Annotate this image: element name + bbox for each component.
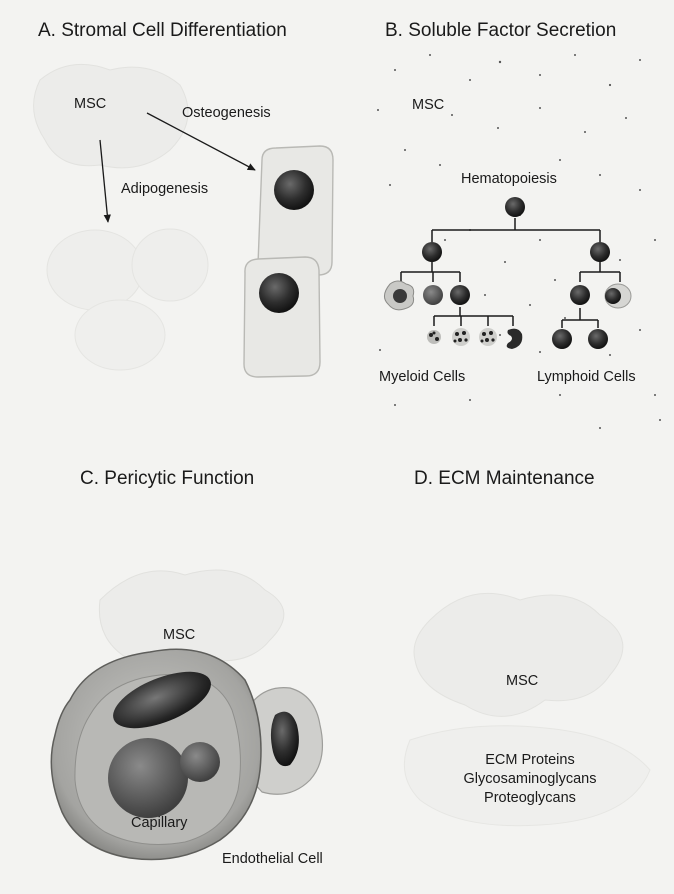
msc-cell-a: [34, 64, 188, 167]
hematopoiesis-label: Hematopoiesis: [461, 171, 557, 187]
osteoblast-nucleus-2: [259, 273, 299, 313]
adipocyte-ghost-3: [75, 300, 165, 370]
glycosaminoglycans-label: Glycosaminoglycans: [450, 771, 610, 787]
adipocyte-ghost-1: [47, 230, 143, 310]
adipocyte-ghost-2: [132, 229, 208, 301]
osteogenesis-label: Osteogenesis: [182, 105, 271, 121]
lymphoid-progenitor: [590, 242, 610, 262]
panel-b-title: B. Soluble Factor Secretion: [385, 20, 616, 42]
lymphoid-cells-label: Lymphoid Cells: [537, 369, 636, 385]
plasma-cell-nucleus: [605, 288, 621, 304]
osteoblast-nucleus-1: [274, 170, 314, 210]
granulocyte-cell-3: [479, 328, 497, 346]
panel-a-msc-label: MSC: [74, 96, 106, 112]
endothelial-nucleus: [271, 712, 299, 766]
blood-cell-sphere-1: [108, 738, 188, 818]
panel-d-title: D. ECM Maintenance: [414, 468, 595, 490]
stem-cell: [505, 197, 525, 217]
panel-a-title: A. Stromal Cell Differentiation: [38, 20, 287, 42]
lymphocyte-cell-1: [570, 285, 590, 305]
msc-cell-d: [414, 593, 623, 716]
myeloid-progenitor: [422, 242, 442, 262]
myeloid-cells-label: Myeloid Cells: [379, 369, 465, 385]
panel-d-msc-label: MSC: [506, 673, 538, 689]
panel-c-title: C. Pericytic Function: [80, 468, 254, 490]
lymphocyte-cell-3: [588, 329, 608, 349]
panel-c-msc-label: MSC: [163, 627, 195, 643]
macrophage-nucleus: [393, 289, 407, 303]
hematopoiesis-lineage-tree: [401, 218, 620, 328]
capillary-label: Capillary: [131, 815, 187, 831]
adipogenesis-label: Adipogenesis: [121, 181, 208, 197]
endothelial-cell-label: Endothelial Cell: [222, 851, 323, 867]
lymphocyte-cell-2: [552, 329, 572, 349]
erythrocyte-cell: [507, 329, 523, 349]
blood-cell-sphere-2: [180, 742, 220, 782]
ecm-proteins-label: ECM Proteins: [460, 752, 600, 768]
granulocyte-precursor: [450, 285, 470, 305]
proteoglycans-label: Proteoglycans: [460, 790, 600, 806]
granulocyte-cell-1: [427, 330, 441, 344]
panel-b-msc-label: MSC: [412, 97, 444, 113]
granulocyte-cell-2: [452, 328, 470, 346]
monocyte-cell: [423, 285, 443, 305]
